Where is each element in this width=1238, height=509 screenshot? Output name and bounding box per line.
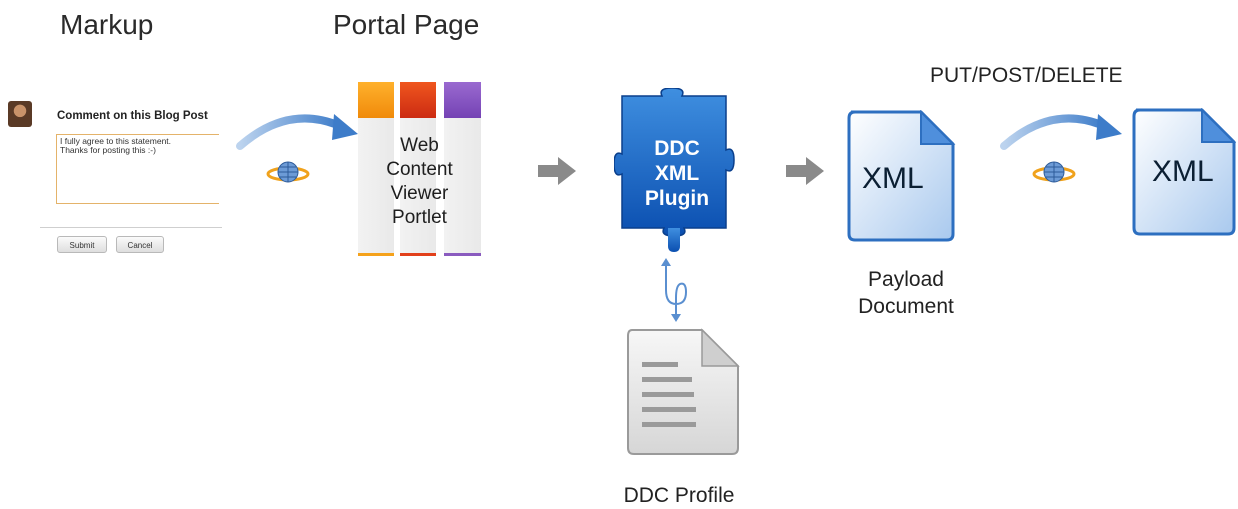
payload-label: Payload Document: [850, 266, 962, 320]
gray-arrow-icon: [786, 157, 824, 185]
payload-label-line: Payload: [868, 268, 944, 291]
portlet-column: [358, 118, 394, 253]
curved-arrow-icon: [236, 114, 358, 150]
connector-arrow-icon: [661, 258, 688, 322]
ddc-profile-label: DDC Profile: [623, 484, 735, 507]
submit-button[interactable]: Submit: [57, 236, 107, 253]
portlet-column-footer: [400, 253, 436, 256]
comment-form-title: Comment on this Blog Post: [57, 110, 208, 122]
portlet-label-line: Content: [386, 159, 453, 180]
plugin-label-line: Plugin: [644, 187, 710, 210]
portlet-box: Web Content Viewer Portlet: [358, 82, 481, 257]
xml-document-icon: [1132, 108, 1236, 236]
plugin-label-line: XML: [654, 162, 700, 185]
portlet-column-header: [400, 82, 436, 118]
plugin-label: DDC XML Plugin: [622, 136, 732, 211]
portlet-column-footer: [444, 253, 481, 256]
portlet-label-line: Viewer: [390, 183, 449, 204]
xml-document-icon: [847, 110, 956, 242]
text-document-icon: [627, 328, 740, 455]
payload-xml-text: XML: [862, 162, 924, 195]
methods-heading: PUT/POST/DELETE: [930, 64, 1123, 87]
portlet-label-line: Portlet: [392, 207, 447, 228]
comment-text-line: I fully agree to this statement.: [60, 136, 172, 146]
portlet-column-footer: [358, 253, 394, 256]
target-xml-text: XML: [1152, 155, 1214, 188]
portlet-column-header: [358, 82, 394, 118]
cancel-button[interactable]: Cancel: [116, 236, 164, 253]
globe-icon: [1032, 161, 1076, 183]
globe-icon: [266, 161, 310, 183]
avatar: [8, 101, 32, 127]
portlet-column-header: [444, 82, 481, 118]
plugin-label-line: DDC: [654, 137, 700, 160]
comment-text-line: Thanks for posting this :-): [60, 145, 156, 155]
gray-arrow-icon: [538, 157, 576, 185]
portlet-column: [400, 118, 436, 253]
portlet-label-line: Web: [400, 135, 439, 156]
comment-textarea[interactable]: I fully agree to this statement. Thanks …: [56, 134, 219, 204]
form-divider: [40, 227, 222, 228]
portlet-column: [444, 118, 481, 253]
puzzle-icon: [614, 88, 735, 252]
markup-heading: Markup: [60, 9, 154, 40]
curved-arrow-icon: [1000, 114, 1122, 150]
payload-label-line: Document: [858, 295, 954, 318]
portlet-label: Web Content Viewer Portlet: [358, 134, 481, 230]
portal-page-heading: Portal Page: [333, 9, 480, 40]
